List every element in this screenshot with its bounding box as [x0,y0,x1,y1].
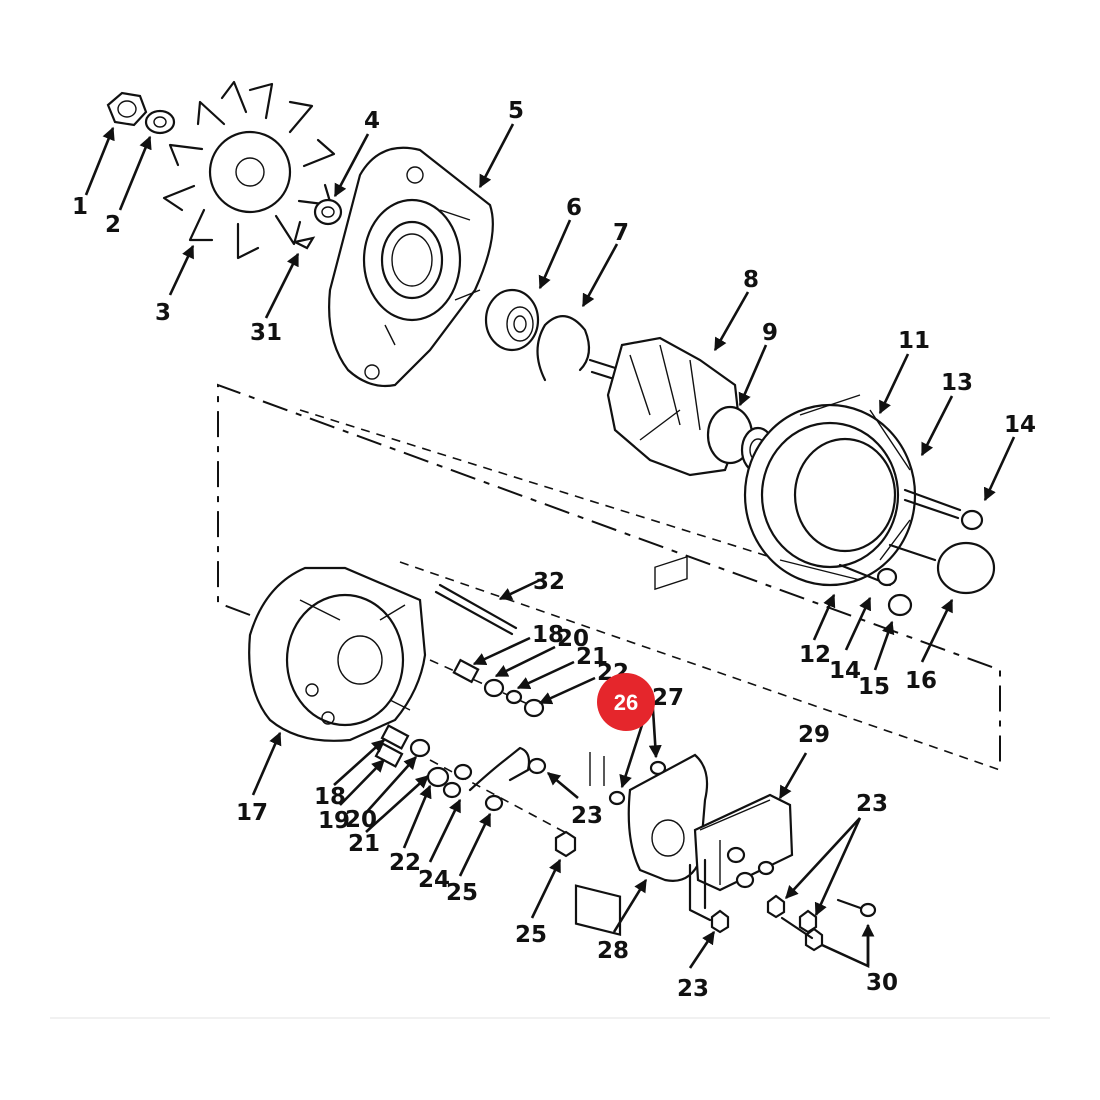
part-nut-15 [887,593,913,617]
part-o-ring [936,541,996,595]
callout-7: 7 [613,220,629,246]
callout-23-right: 23 [856,791,888,817]
part-drive-end-frame [328,146,494,388]
part-fan [162,80,336,260]
callout-20-upper: 20 [557,626,589,652]
callout-28: 28 [597,938,629,964]
highlight-marker[interactable]: 26 [597,673,655,731]
callout-24: 24 [418,867,450,893]
callout-19: 19 [318,808,350,834]
callout-4: 4 [364,108,380,134]
callout-1: 1 [72,194,88,220]
callout-23-bottom: 23 [677,976,709,1002]
part-regulator [688,793,794,922]
part-bearing [484,288,540,352]
leader-arrows [84,123,1016,969]
callout-27: 27 [652,685,684,711]
callout-2: 2 [105,212,121,238]
callout-20-lower: 20 [345,807,377,833]
callout-labels: 1 2 3 4 5 6 7 8 9 11 13 14 14 12 15 16 3… [72,98,1036,1002]
part-gasket [627,555,709,882]
callout-14-bottom: 14 [829,658,861,684]
callout-11: 11 [898,328,930,354]
callout-31: 31 [250,320,282,346]
callout-22-lower: 22 [389,850,421,876]
callout-17: 17 [236,800,268,826]
callout-30: 30 [866,970,898,996]
part-rotor [588,336,776,477]
callout-21-upper: 21 [576,644,608,670]
callout-8: 8 [743,267,759,293]
callout-3: 3 [155,300,171,326]
callout-5: 5 [508,98,524,124]
callout-18-lower: 18 [314,784,346,810]
part-washer [144,109,176,135]
callout-18-upper: 18 [532,622,564,648]
alignment-lines [217,383,1001,836]
part-through-bolt [434,583,518,636]
callout-16: 16 [905,668,937,694]
part-stator-assembly [743,394,917,587]
part-insulator-group-upper [452,658,545,718]
part-regulator-bracket [574,752,667,936]
callout-25-left: 25 [446,880,478,906]
callout-21-lower: 21 [348,831,380,857]
part-slip-ring-end-frame [248,566,427,742]
highlight-label: 26 [614,690,638,715]
part-washer-14 [960,509,984,531]
callout-9: 9 [762,320,778,346]
part-spacer [313,198,343,226]
callout-13: 13 [941,370,973,396]
callout-14-top: 14 [1004,412,1036,438]
callout-23-left: 23 [571,803,603,829]
part-key [291,236,316,250]
callout-32: 32 [533,569,565,595]
callout-12: 12 [799,642,831,668]
callout-15: 15 [858,674,890,700]
part-insulator-group-lower [374,724,577,858]
part-fasteners [710,894,877,952]
callout-6: 6 [566,195,582,221]
callout-29: 29 [798,722,830,748]
highlight-circle[interactable] [597,673,655,731]
part-retaining-ring [536,315,591,382]
callout-25-right: 25 [515,922,547,948]
part-washer-14b [876,567,898,587]
part-nut [106,91,148,127]
